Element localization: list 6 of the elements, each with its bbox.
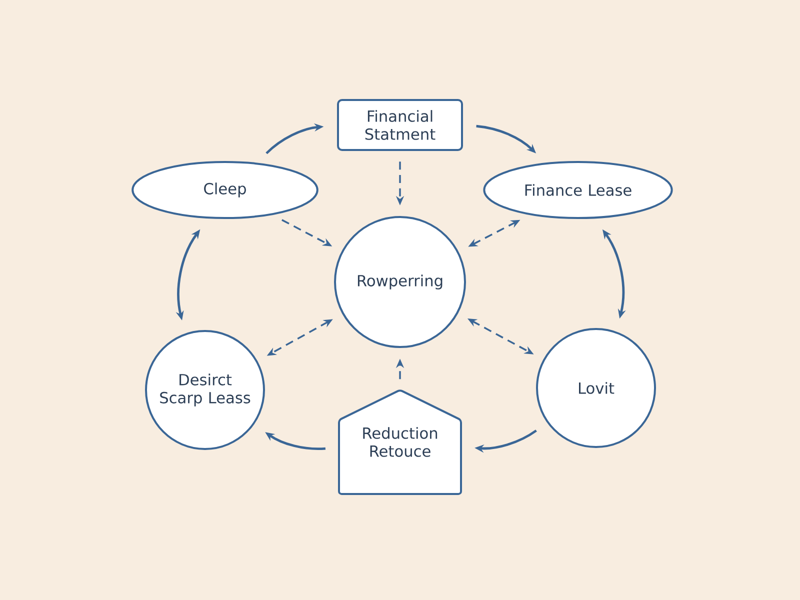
circle-node: Lovit xyxy=(536,328,656,448)
ellipse-node: Cleep xyxy=(132,161,318,219)
circle-node: Desirct Scarp Leass xyxy=(145,330,265,450)
process-box: Financial Statment xyxy=(337,99,463,151)
house-node: Reduction Retouce xyxy=(338,390,462,495)
ellipse-node: Finance Lease xyxy=(483,161,673,219)
